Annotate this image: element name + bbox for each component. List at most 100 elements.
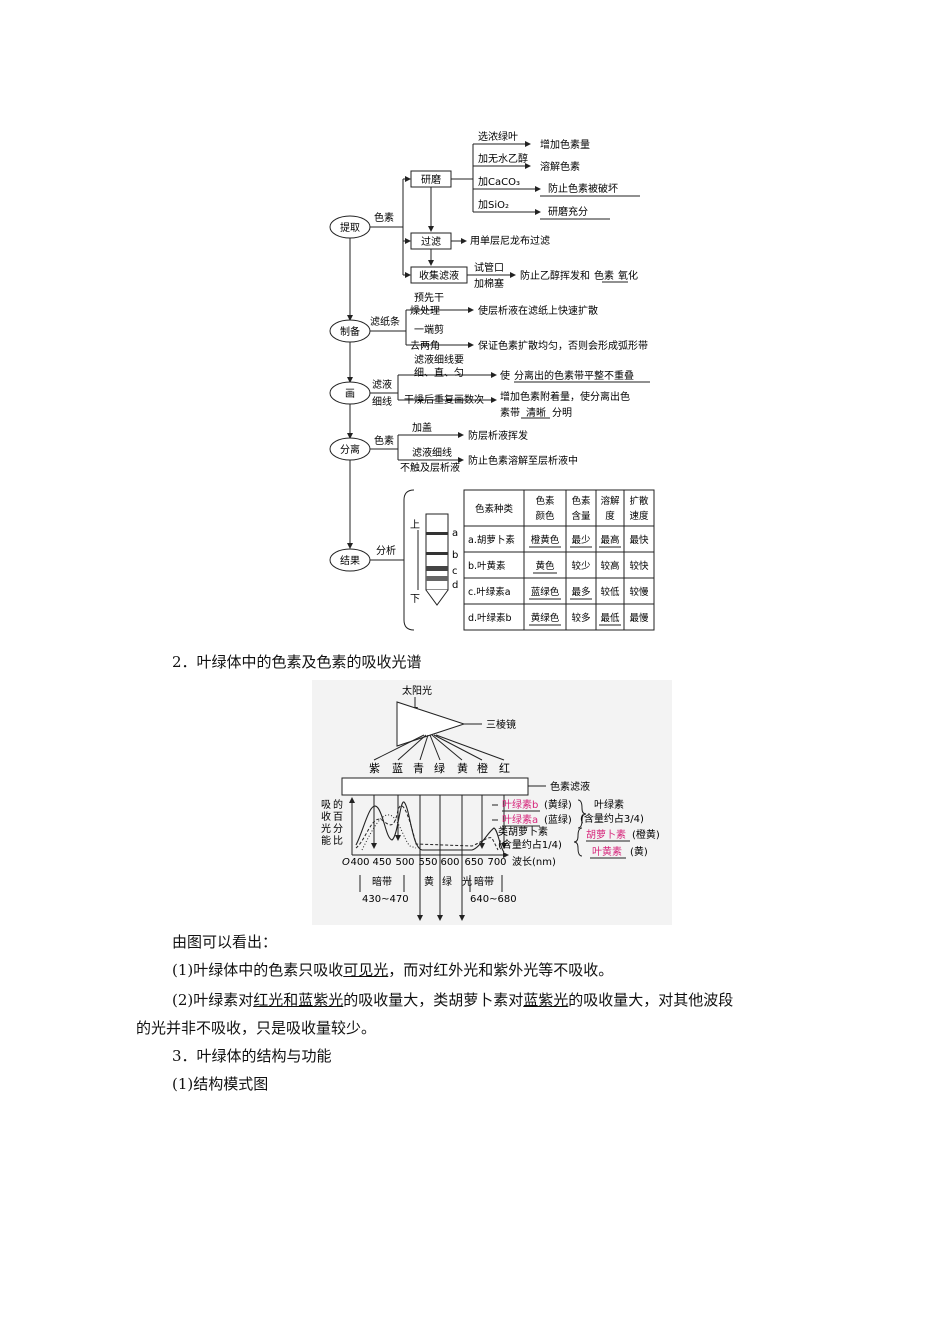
svg-text:(黄): (黄) bbox=[630, 845, 648, 858]
svg-text:色素: 色素 bbox=[535, 495, 555, 507]
svg-text:d: d bbox=[452, 580, 458, 591]
svg-text:橙黄色: 橙黄色 bbox=[531, 534, 560, 546]
svg-text:(蓝绿): (蓝绿) bbox=[544, 813, 572, 826]
svg-text:550: 550 bbox=[418, 857, 437, 868]
svg-text:最少: 最少 bbox=[571, 535, 591, 546]
svg-text:c.叶绿素a: c.叶绿素a bbox=[468, 586, 511, 598]
pigment-extraction-flowchart: 提取 制备 画 分离 结果 色素 研磨 过滤 收集滤液 选浓绿叶 增加色素量 加… bbox=[329, 130, 655, 631]
svg-text:分离: 分离 bbox=[340, 443, 360, 456]
svg-text:溶解: 溶解 bbox=[600, 495, 620, 507]
point-2-cont: 的光并非不吸收，只是吸收量较少。 bbox=[136, 1019, 377, 1037]
svg-text:(黄绿): (黄绿) bbox=[544, 798, 572, 811]
svg-text:c: c bbox=[452, 566, 458, 577]
svg-text:速度: 速度 bbox=[629, 510, 649, 522]
svg-text:a.胡萝卜素: a.胡萝卜素 bbox=[468, 534, 515, 546]
filter-box: 过滤 bbox=[421, 235, 441, 248]
collect-note-1: 试管口 bbox=[474, 261, 504, 274]
svg-text:含量: 含量 bbox=[571, 510, 591, 522]
svg-text:500: 500 bbox=[395, 857, 414, 868]
svg-text:下: 下 bbox=[410, 594, 420, 605]
svg-text:制备: 制备 bbox=[340, 325, 360, 338]
step-result: 结果 bbox=[329, 548, 371, 572]
table-row: b.叶黄素 黄色 较少 较高 较快 bbox=[468, 560, 649, 572]
svg-text:叶绿素b: 叶绿素b bbox=[502, 798, 538, 811]
sunlight-label: 太阳光 bbox=[402, 684, 432, 697]
svg-text:防止色素被破坏: 防止色素被破坏 bbox=[548, 182, 618, 195]
svg-text:叶绿素a: 叶绿素a bbox=[502, 813, 538, 826]
draw-result-2: 增加色素附着量，使分离出色 bbox=[500, 390, 630, 403]
collect-box: 收集滤液 bbox=[419, 269, 459, 282]
collect-result: 防止乙醇挥发和色素氧化 bbox=[520, 269, 638, 282]
prism-label: 三棱镜 bbox=[486, 718, 516, 731]
step-draw: 画 bbox=[329, 381, 371, 405]
svg-text:绿: 绿 bbox=[434, 761, 445, 775]
step-prepare: 制备 bbox=[329, 319, 371, 343]
svg-text:光: 光 bbox=[462, 875, 472, 888]
grind-item-2: 加无水乙醇 溶解色素 bbox=[473, 152, 580, 173]
grind-box: 研磨 bbox=[421, 174, 441, 186]
result-label: 分析 bbox=[376, 544, 396, 557]
svg-text:分: 分 bbox=[333, 823, 343, 835]
prepare-label: 滤纸条 bbox=[370, 315, 400, 328]
svg-text:滤液: 滤液 bbox=[372, 378, 392, 391]
draw-result-1: 使分离出的色素带平整不重叠 bbox=[500, 369, 634, 382]
svg-text:最高: 最高 bbox=[600, 534, 619, 546]
separate-result-1: 防层析液挥发 bbox=[468, 429, 528, 442]
chlorophyll-a-label: 叶绿素a (蓝绿) bbox=[492, 813, 572, 827]
svg-text:b.叶黄素: b.叶黄素 bbox=[468, 560, 506, 572]
svg-text:(含量约占3/4): (含量约占3/4) bbox=[580, 812, 644, 825]
intro-text: 由图可以看出： bbox=[172, 933, 278, 951]
svg-text:上: 上 bbox=[410, 519, 420, 531]
svg-text:b: b bbox=[452, 550, 458, 561]
svg-text:O: O bbox=[342, 857, 350, 868]
svg-text:a: a bbox=[452, 528, 458, 539]
svg-text:较低: 较低 bbox=[600, 586, 620, 598]
svg-text:橙: 橙 bbox=[477, 761, 488, 775]
prepare-result-2: 保证色素扩散均匀，否则会形成弧形带 bbox=[478, 339, 648, 352]
filter-note: 用单层尼龙布过滤 bbox=[470, 234, 550, 247]
svg-text:较多: 较多 bbox=[571, 612, 590, 624]
svg-text:扩散: 扩散 bbox=[629, 495, 649, 507]
svg-text:最低: 最低 bbox=[600, 612, 620, 624]
svg-text:紫: 紫 bbox=[369, 762, 380, 775]
svg-text:加CaCO₃: 加CaCO₃ bbox=[478, 176, 520, 188]
svg-text:一端剪: 一端剪 bbox=[414, 323, 444, 336]
svg-text:700: 700 bbox=[487, 857, 506, 868]
separate-label: 色素 bbox=[374, 434, 394, 447]
svg-text:细线: 细线 bbox=[372, 395, 392, 408]
grind-item-3: 加CaCO₃ 防止色素被破坏 bbox=[473, 176, 640, 197]
svg-text:较高: 较高 bbox=[600, 560, 619, 572]
pigment-table: 色素种类 色素 颜色 色素 含量 溶解 度 扩散 速度 a.胡萝卜素 橙黄色 最… bbox=[463, 489, 655, 631]
svg-text:吸: 吸 bbox=[321, 800, 331, 811]
extract-label: 色素 bbox=[374, 211, 394, 224]
subsection-1: (1)结构模式图 bbox=[172, 1075, 269, 1093]
point-1: (1)叶绿体中的色素只吸收可见光，而对红外光和紫外光等不吸收。 bbox=[172, 961, 614, 979]
absorption-spectrum-figure: 太阳光 三棱镜 紫 蓝 青 绿 黄 橙 红 色素滤液 吸 的 bbox=[312, 680, 672, 925]
svg-text:颜色: 颜色 bbox=[535, 510, 555, 522]
svg-text:比: 比 bbox=[333, 835, 343, 847]
point-2: (2)叶绿素对红光和蓝紫光的吸收量大，类胡萝卜素对蓝紫光的吸收量大，对其他波段 bbox=[172, 991, 734, 1009]
svg-text:结果: 结果 bbox=[340, 554, 360, 567]
svg-text:叶绿素: 叶绿素 bbox=[594, 798, 624, 811]
table-row: a.胡萝卜素 橙黄色 最少 最高 最快 bbox=[468, 534, 649, 546]
svg-text:蓝绿色: 蓝绿色 bbox=[531, 586, 560, 598]
svg-text:暗带: 暗带 bbox=[474, 875, 494, 888]
svg-text:640~680: 640~680 bbox=[470, 894, 517, 905]
svg-text:干燥后重复画数次: 干燥后重复画数次 bbox=[404, 393, 484, 406]
grind-item-1: 选浓绿叶 增加色素量 bbox=[473, 130, 590, 151]
svg-text:色素种类: 色素种类 bbox=[475, 503, 514, 515]
svg-text:去两角: 去两角 bbox=[410, 340, 440, 352]
svg-text:较快: 较快 bbox=[629, 560, 649, 572]
svg-text:加SiO₂: 加SiO₂ bbox=[478, 199, 509, 211]
filtrate-label: 色素滤液 bbox=[550, 780, 590, 793]
svg-text:青: 青 bbox=[413, 762, 424, 775]
svg-text:滤液细线要: 滤液细线要 bbox=[414, 353, 464, 366]
svg-text:预先干: 预先干 bbox=[414, 292, 444, 304]
svg-text:画: 画 bbox=[345, 389, 355, 400]
svg-text:黄: 黄 bbox=[424, 875, 434, 888]
separate-result-2: 防止色素溶解至层析液中 bbox=[468, 454, 578, 467]
svg-text:收: 收 bbox=[321, 810, 331, 823]
svg-text:430~470: 430~470 bbox=[362, 894, 409, 905]
svg-text:较慢: 较慢 bbox=[629, 586, 649, 598]
svg-text:度: 度 bbox=[605, 510, 615, 522]
